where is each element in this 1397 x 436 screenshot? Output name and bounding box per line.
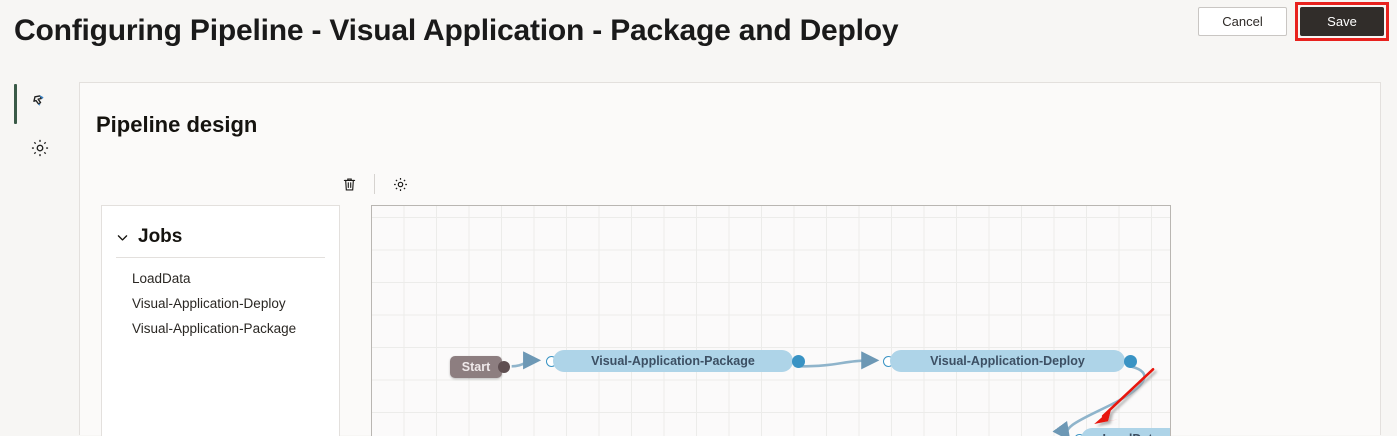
link-deploy-loaddata [1052,365,1146,436]
node-port-out[interactable] [1124,355,1137,368]
annotation-arrow [1094,367,1155,425]
cancel-button[interactable]: Cancel [1198,7,1287,36]
toolbar-divider [374,174,375,194]
list-item[interactable]: LoadData [132,271,191,286]
rail-item-settings[interactable] [14,126,66,170]
pipeline-node-package[interactable]: Visual-Application-Package [553,350,793,372]
node-port-out[interactable] [498,361,510,373]
canvas-grid [372,206,1170,436]
delete-button[interactable] [335,170,363,198]
panel-title: Pipeline design [96,112,258,137]
settings-button[interactable] [386,170,414,198]
jobs-divider [116,257,325,258]
jobs-section-toggle[interactable]: Jobs [102,206,339,248]
jobs-list: LoadData Visual-Application-Deploy Visua… [102,258,339,341]
jobs-title: Jobs [138,226,183,247]
trash-icon [343,178,355,190]
page-title: Configuring Pipeline - Visual Applicatio… [14,14,899,47]
pipeline-node-deploy[interactable]: Visual-Application-Deploy [890,350,1125,372]
list-item[interactable]: Visual-Application-Deploy [132,296,286,311]
build-hammer-icon [33,95,44,106]
content-panel: Pipeline design [79,82,1381,436]
rail-item-build[interactable] [14,82,66,126]
jobs-panel: Jobs LoadData Visual-Application-Deploy … [101,205,340,436]
pipeline-node-start[interactable]: Start [450,356,502,378]
save-button-highlight: Save [1295,2,1389,41]
save-button[interactable]: Save [1300,7,1384,36]
left-icon-rail [14,82,66,172]
pipeline-node-loaddata[interactable]: LoadData [1081,428,1170,436]
gear-icon [31,139,49,157]
chevron-down-icon [117,234,128,241]
header-actions: Cancel Save [1198,2,1389,41]
link-package-deploy [798,351,880,370]
gear-icon [393,177,407,191]
pipeline-canvas[interactable]: Start Visual-Application-Package Visual-… [371,205,1171,436]
pipeline-connectors [511,351,1155,436]
node-port-out[interactable] [792,355,805,368]
link-start-package [511,351,542,370]
list-item[interactable]: Visual-Application-Package [132,321,297,336]
canvas-toolbar [335,170,414,198]
